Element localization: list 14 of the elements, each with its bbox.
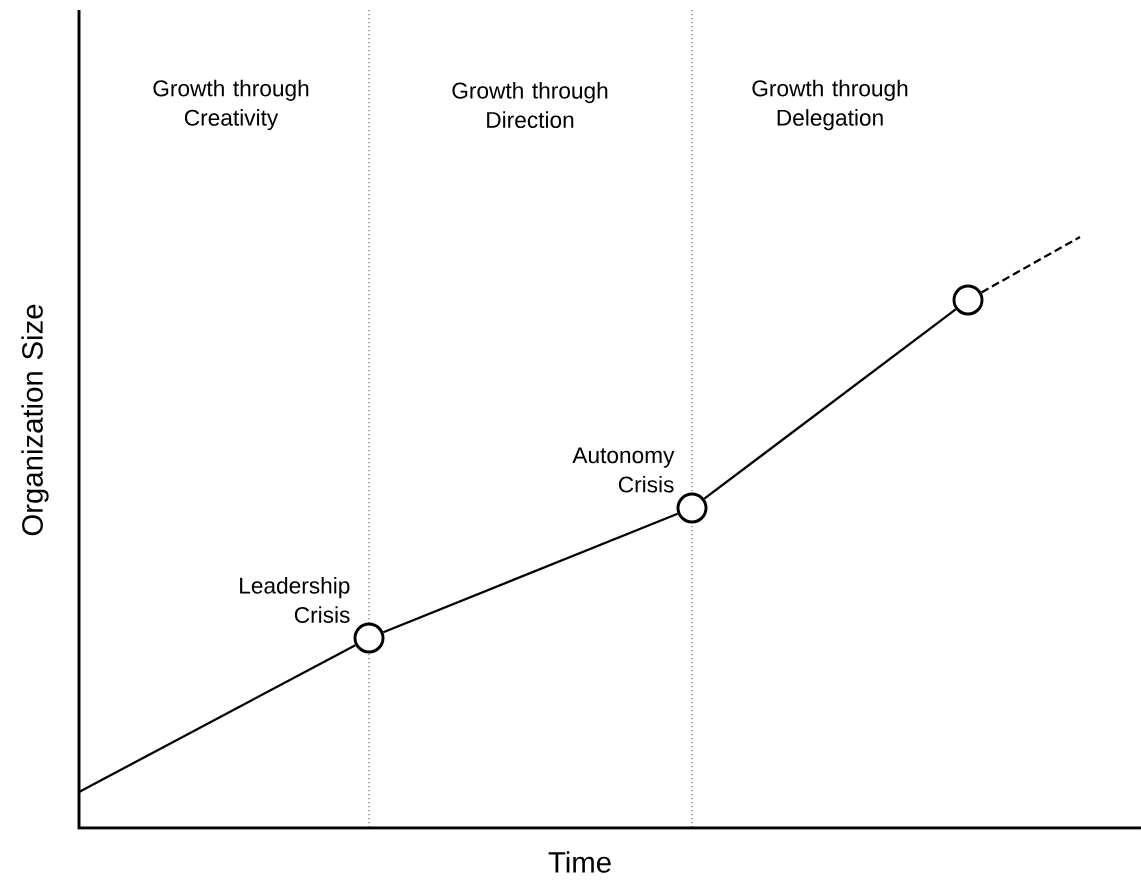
growth-line <box>980 236 1081 294</box>
crisis-label: Leadership Crisis <box>240 577 350 623</box>
growth-line <box>703 308 957 500</box>
axis-title: Organization Size <box>21 304 49 536</box>
phase-heading: Growth through Direction <box>452 82 608 128</box>
crisis-point <box>676 492 708 524</box>
growth-line <box>382 512 679 634</box>
crisis-point <box>952 284 984 316</box>
axis-title: Time <box>548 851 611 873</box>
phase-heading: Growth through Creativity <box>153 79 309 131</box>
crisis-point <box>353 622 385 654</box>
crisis-label: Autonomy Crisis <box>572 447 675 493</box>
phase-heading: Growth through Delegation <box>752 79 908 131</box>
growth-line <box>78 644 356 793</box>
